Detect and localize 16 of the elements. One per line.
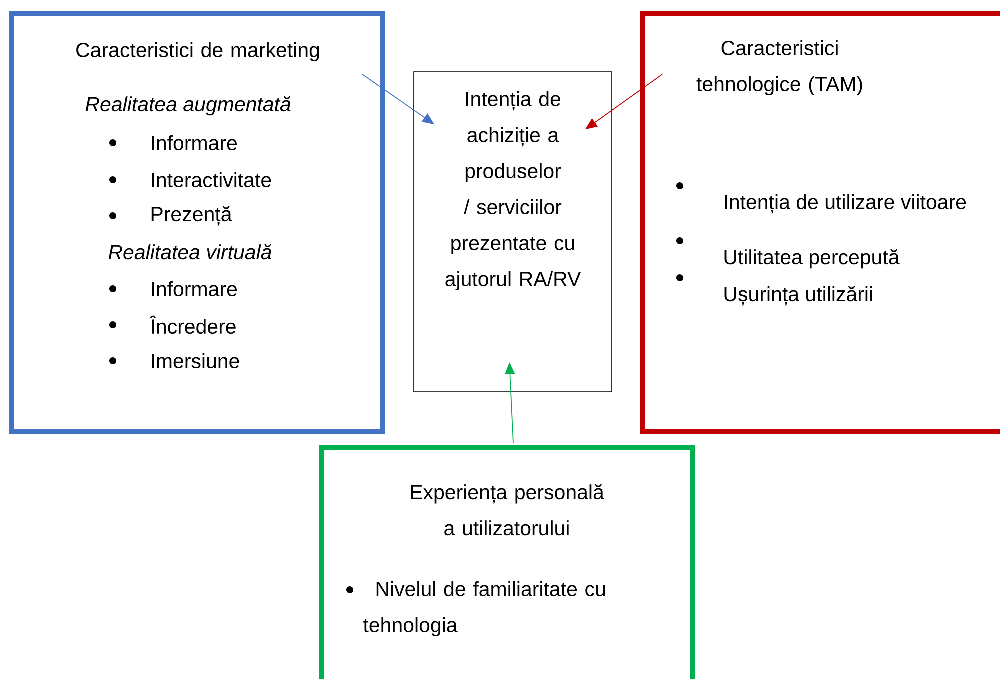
bullet-item: Imersiune: [110, 353, 240, 369]
subheading: Realitatea augmentată: [86, 96, 291, 116]
bullet-item: Intenția de utilizare viitoare: [676, 182, 966, 214]
heading: Caracteristici tehnologice (TAM): [696, 40, 862, 96]
bullet-item: Utilitatea percepută: [676, 238, 900, 269]
bullet-item: Încredere: [110, 316, 236, 334]
bullet-item: Nivelul de familiaritate cu tehnologia: [346, 581, 606, 637]
bullet-item: Informare: [110, 281, 237, 297]
subheading: Realitatea virtuală: [108, 244, 272, 260]
box-text: Intenția de achiziție a produselor / serviciilor prezentate cu ajutorul RA/RV: [446, 91, 582, 291]
bullet-item: Ușurința utilizării: [676, 274, 872, 306]
bullet-item: Informare: [110, 135, 237, 151]
heading: Caracteristici de marketing: [76, 42, 320, 62]
bullet-item: Interactivitate: [110, 172, 272, 188]
bullet-item: Prezență: [110, 206, 232, 226]
heading: Experiența personală a utilizatorului: [411, 484, 604, 536]
